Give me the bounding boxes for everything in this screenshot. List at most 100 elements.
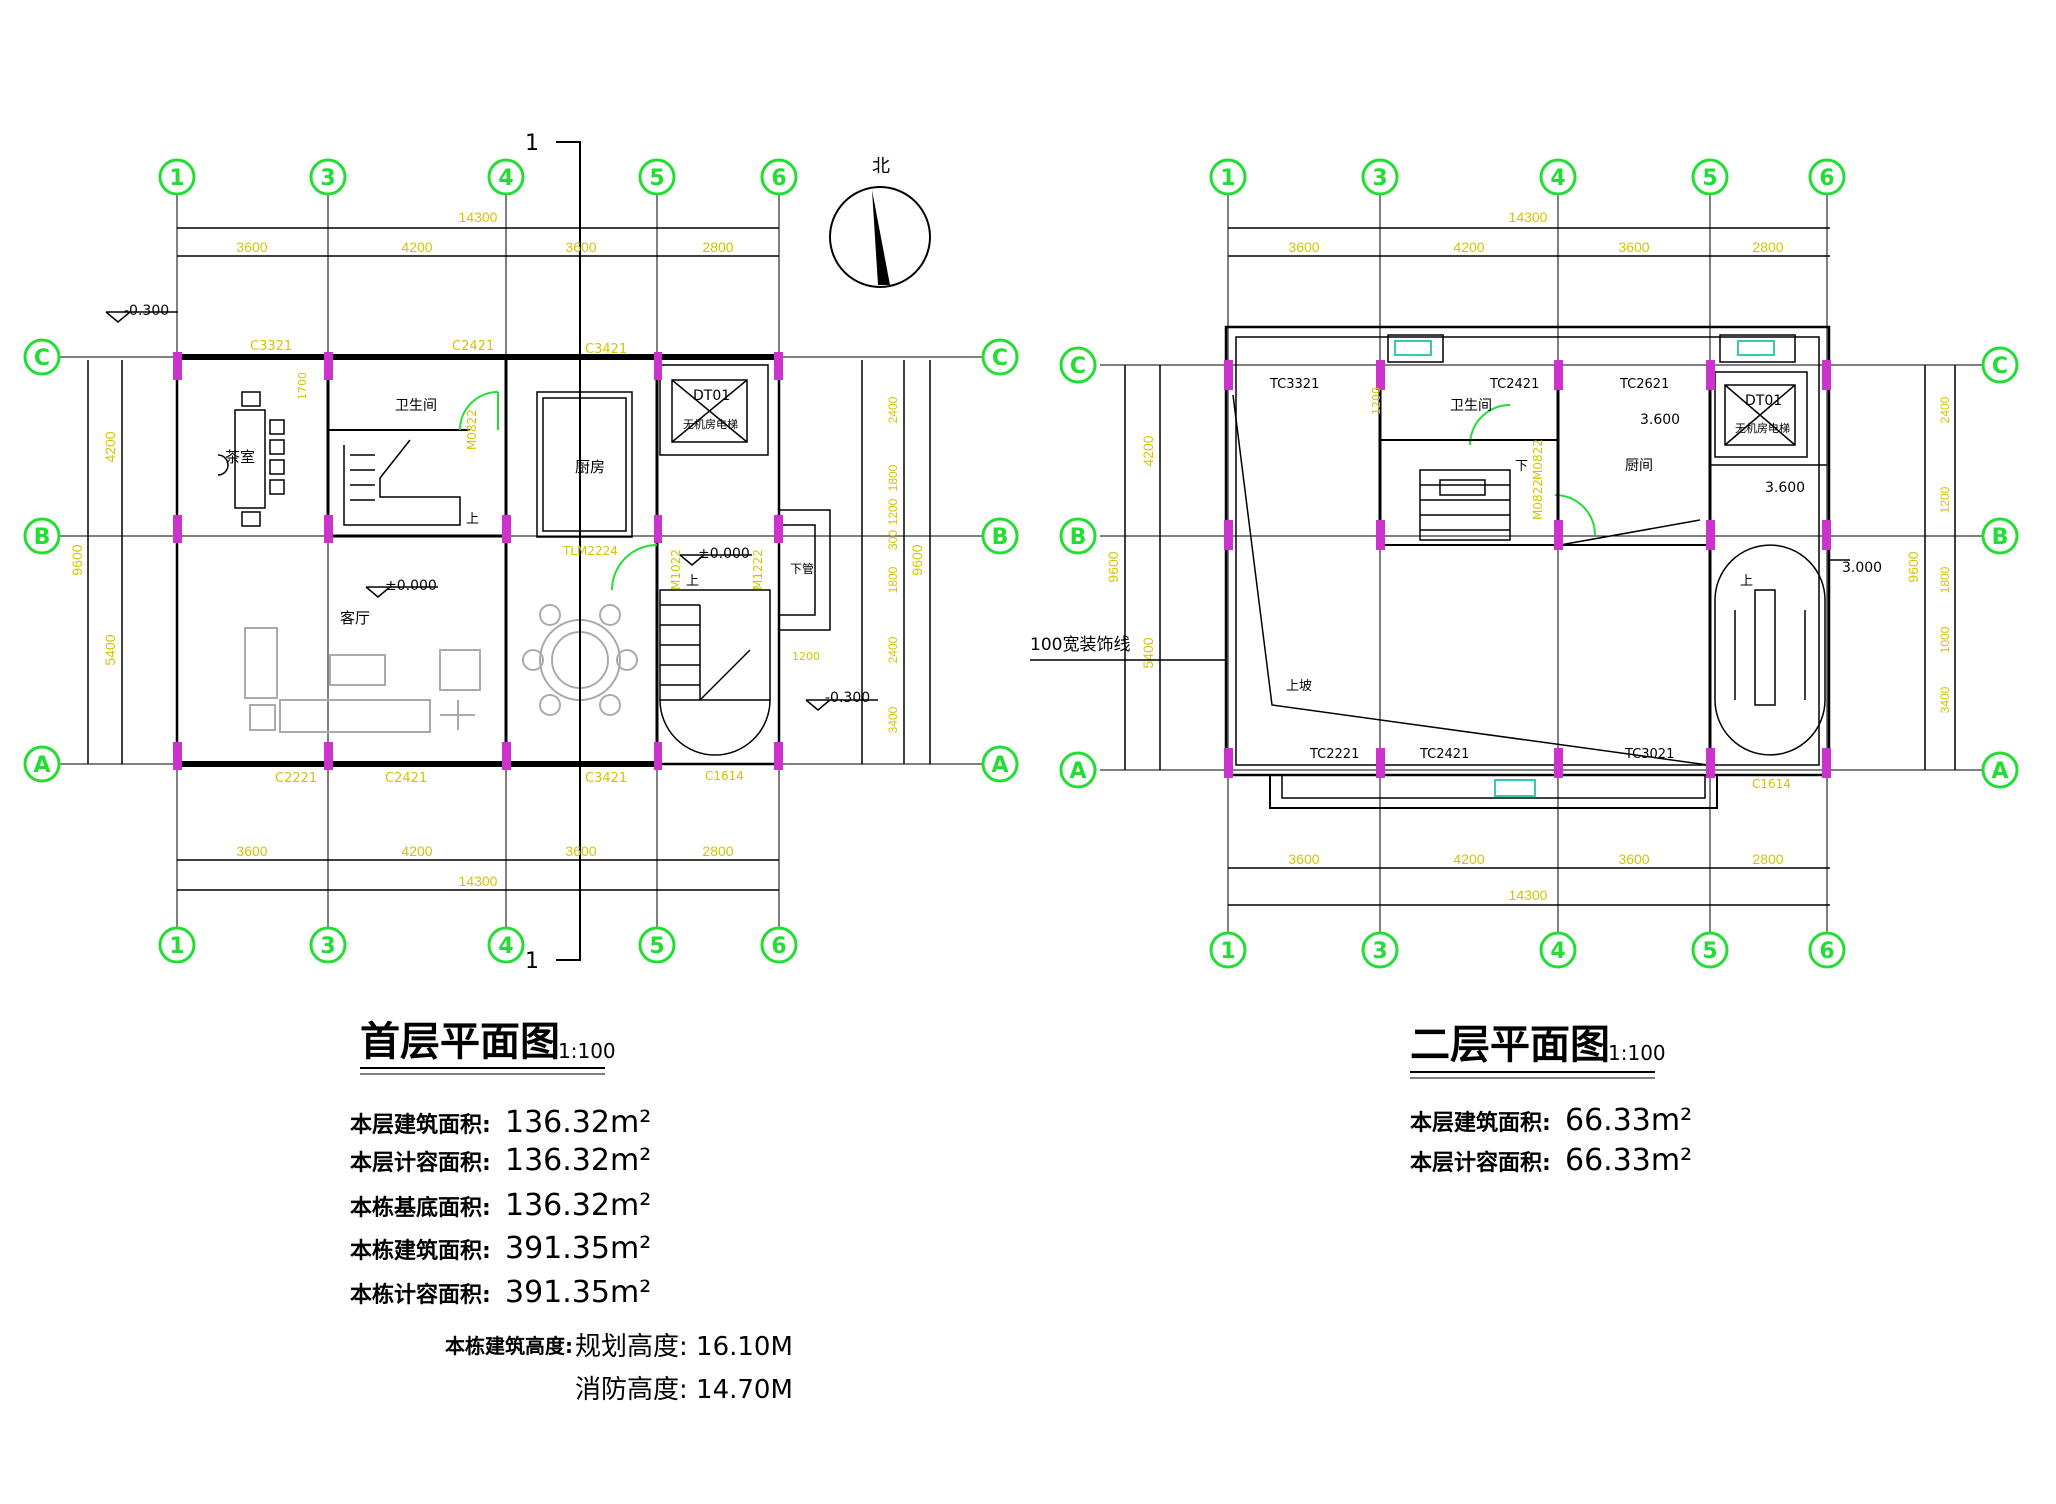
- dimension-labels: 3600 3600 4200 4200 3600 3600 2800 2800 14300 143…: [69, 209, 1952, 903]
- second-floor-plan: [1100, 195, 1990, 935]
- sf-axis-top-4-bubble: [1539, 158, 1577, 196]
- sf-axis-top-6-bubble: [1808, 158, 1846, 196]
- sf-axis-top-5-bubble: [1691, 158, 1729, 196]
- sf-dim-left-0: 4200: [1140, 435, 1156, 466]
- sf-dim-bottom-1: 4200: [1453, 851, 1484, 867]
- sf-axis-right-A-bubble: [1981, 751, 2019, 789]
- ff-dim-right-3: 300: [886, 530, 900, 550]
- sf-axis-right-A-label: A: [1991, 759, 2008, 784]
- sf-dim-bottom-2: 3600: [1618, 851, 1649, 867]
- sf-axis-top-3-bubble: [1361, 158, 1399, 196]
- sf-window-bottom-3: C1614: [1752, 777, 1791, 791]
- ff-window-bottom-0: C2221: [275, 771, 317, 786]
- sf-stat-0-label: 本层建筑面积:: [1410, 1110, 1551, 1136]
- ff-axis-bottom-1-label: 1: [169, 934, 184, 959]
- sf-elevator-code: DT01: [1745, 393, 1782, 409]
- sf-dim-right-total: 9600: [1905, 551, 1921, 582]
- ff-dim-bottom-0: 3600: [236, 843, 267, 859]
- section-mark: [556, 141, 581, 961]
- ff-dim-total-top: 14300: [459, 209, 498, 225]
- ff-door-0: M0822: [465, 409, 479, 450]
- first-floor-plan: [60, 195, 990, 928]
- ff-axis-right-C-label: C: [992, 346, 1008, 371]
- door-swings: [459, 391, 1596, 591]
- sf-door-0: M0822: [1531, 439, 1545, 480]
- sf-mark-down: 下: [1515, 459, 1528, 474]
- fire-height: 消防高度: 14.70M: [575, 1375, 793, 1405]
- ff-room-kitchen: 厨房: [575, 458, 605, 476]
- ff-dim-top-3: 2800: [702, 239, 733, 255]
- ff-axis-bottom-6-bubble: [760, 926, 798, 964]
- ff-axis-bottom-5-bubble: [638, 926, 676, 964]
- sf-level-2: 3.000: [1842, 560, 1882, 576]
- sf-axis-bottom-1-bubble: [1209, 931, 1247, 969]
- sf-axis-right-B-label: B: [1992, 525, 2009, 550]
- ff-stat-0-label: 本层建筑面积:: [350, 1112, 491, 1138]
- ff-axis-right-B-bubble: [981, 517, 1019, 555]
- sf-elevator-label: 无机房电梯: [1735, 421, 1790, 435]
- second-floor-scale: 1:100: [1608, 1041, 1666, 1065]
- ff-stat-2-value: 136.32m²: [505, 1188, 651, 1223]
- ac-units: [1394, 340, 1775, 797]
- sf-note: 100宽装饰线: [1030, 635, 1130, 655]
- ff-mark-pipe: 下管: [790, 561, 814, 576]
- sf-axis-top-5-label: 5: [1702, 166, 1717, 191]
- sf-dim-1200: 1200: [1370, 387, 1383, 415]
- ff-level-mark-1: [365, 586, 438, 598]
- ff-dim-1200: 1200: [792, 650, 820, 663]
- ff-axis-left-B-bubble: [23, 517, 61, 555]
- sf-axis-bottom-3-label: 3: [1372, 939, 1387, 964]
- sf-axis-left-B-bubble: [1059, 517, 1097, 555]
- section-label-bottom: 1: [525, 949, 539, 974]
- ff-door-3: M1222: [751, 549, 765, 590]
- sf-window-top-1: TC2421: [1489, 377, 1539, 392]
- ff-axis-right-C-bubble: [981, 338, 1019, 376]
- columns-second: [1224, 360, 1831, 778]
- ff-dim-right-0: 2400: [886, 396, 900, 423]
- ff-axis-top-5-label: 5: [649, 166, 664, 191]
- ff-stat-3-label: 本栋建筑面积:: [350, 1238, 491, 1264]
- sf-window-bottom-2: TC3021: [1624, 747, 1674, 762]
- sf-axis-right-B-bubble: [1981, 517, 2019, 555]
- first-floor-scale: 1:100: [558, 1039, 616, 1063]
- sf-axis-bottom-1-label: 1: [1220, 939, 1235, 964]
- sf-level-0: 3.600: [1640, 412, 1680, 428]
- ff-mark-up: 上: [466, 512, 479, 527]
- sf-dim-top-2: 3600: [1618, 239, 1649, 255]
- sf-axis-top-4-label: 4: [1550, 166, 1565, 191]
- ff-axis-bottom-6-label: 6: [771, 934, 786, 959]
- columns-first: [173, 352, 783, 770]
- sf-stat-1-label: 本层计容面积:: [1410, 1150, 1551, 1176]
- ff-level-2: ±0.000: [698, 546, 750, 562]
- ff-axis-bottom-1-bubble: [158, 926, 196, 964]
- section-label-top: 1: [525, 131, 539, 156]
- ff-dim-right-5: 2400: [886, 636, 900, 663]
- ff-window-bottom-1: C2421: [385, 771, 427, 786]
- ff-dim-bottom-3: 2800: [702, 843, 733, 859]
- sf-axis-bottom-3-bubble: [1361, 931, 1399, 969]
- sf-window-bottom-1: TC2421: [1419, 747, 1469, 762]
- first-floor-title: 首层平面图: [360, 1019, 560, 1065]
- ff-axis-left-A-label: A: [33, 753, 50, 778]
- ff-stat-1-value: 136.32m²: [505, 1143, 651, 1178]
- ff-dim-1700: 1700: [296, 372, 309, 400]
- sf-axis-right-C-bubble: [1981, 346, 2019, 384]
- plan-height: 规划高度: 16.10M: [575, 1332, 793, 1362]
- sf-axis-left-C-label: C: [1070, 354, 1086, 379]
- ff-stat-1-label: 本层计容面积:: [350, 1150, 491, 1176]
- ff-level-mark-2: [679, 554, 752, 566]
- sf-dim-bottom-0: 3600: [1288, 851, 1319, 867]
- ff-window-bottom-3: C1614: [705, 769, 744, 783]
- ff-elevator-label: 无机房电梯: [683, 417, 738, 431]
- sf-dim-right-3: 1000: [1938, 626, 1952, 653]
- area-stats: 本层建筑面积:136.32m²本层计容面积:136.32m²本栋基底面积:136…: [350, 1103, 1692, 1405]
- sf-dim-total-bottom: 14300: [1509, 887, 1548, 903]
- sf-mark-stair-up: 上坡: [1286, 679, 1312, 694]
- ff-stat-0-value: 136.32m²: [505, 1105, 651, 1140]
- sf-axis-right-C-label: C: [1992, 354, 2008, 379]
- sf-axis-left-A-bubble: [1059, 751, 1097, 789]
- ff-window-top-0: C3321: [250, 339, 292, 354]
- sf-stat-1-value: 66.33m²: [1565, 1143, 1692, 1178]
